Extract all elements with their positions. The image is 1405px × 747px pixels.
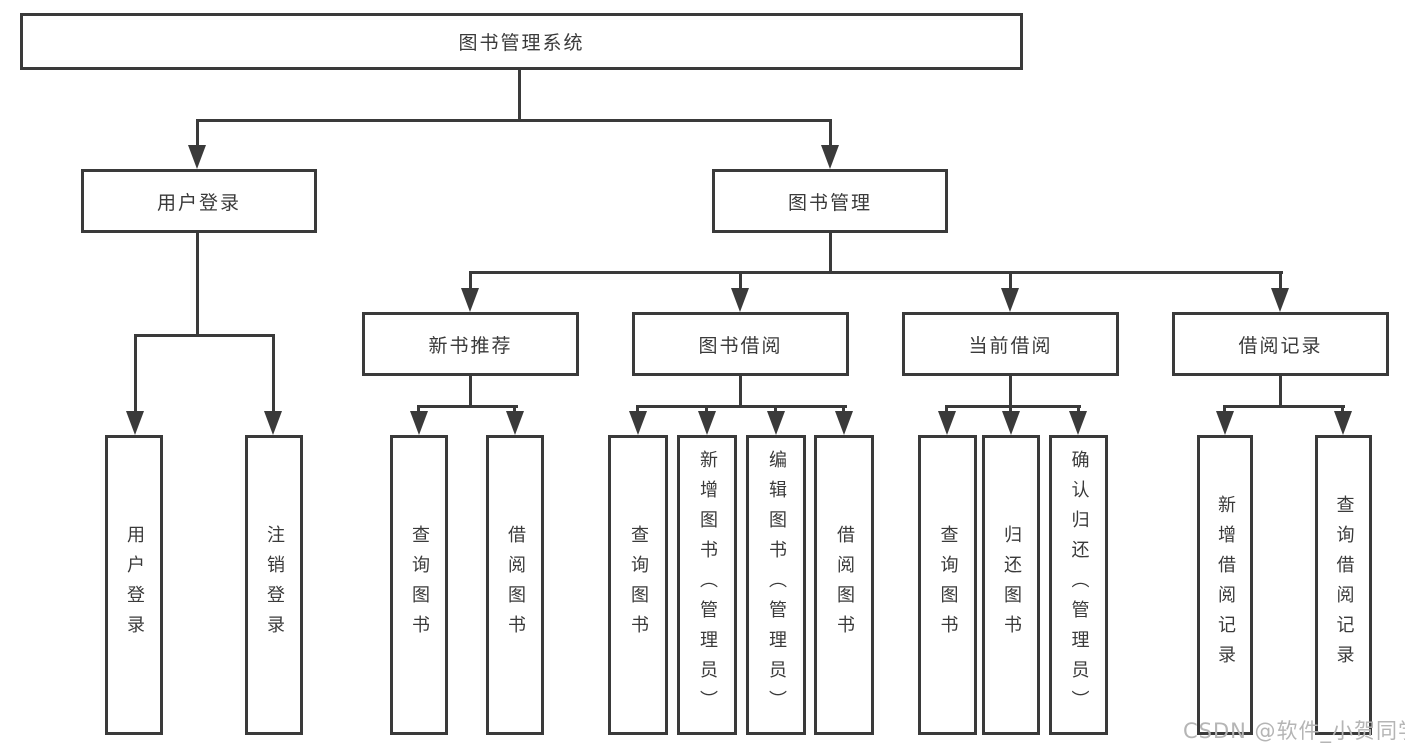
connector-line [946,405,1081,408]
node-current-borrow: 当前借阅 [902,312,1119,376]
connector-line [842,405,845,415]
leaf-borrow-books-label: 借阅图书 [834,525,855,645]
leaf-borrow-books-recommend-label: 借阅图书 [505,525,526,645]
connector-line [469,376,472,408]
node-borrow-records: 借阅记录 [1172,312,1389,376]
connector-line [272,334,275,414]
connector-line [1009,405,1012,415]
leaf-confirm-return-admin-label: 确认归还（管理员） [1068,450,1090,720]
connector-line [829,233,832,274]
node-new-book-recommend-label: 新书推荐 [428,334,513,357]
arrow-down-icon [821,145,839,169]
leaf-return-book-label: 归还图书 [1001,525,1022,645]
arrow-down-icon [698,411,716,435]
leaf-edit-book-admin-label: 编辑图书（管理员） [766,450,787,720]
leaf-add-book-admin-label: 新增图书（管理员） [697,450,718,720]
arrow-down-icon [410,411,428,435]
arrow-down-icon [1002,411,1020,435]
arrow-down-icon [126,411,144,435]
leaf-return-book: 归还图书 [982,435,1040,735]
connector-line [417,405,420,415]
node-book-borrow-label: 图书借阅 [698,334,783,357]
leaf-add-book-admin: 新增图书（管理员） [677,435,737,735]
connector-line [418,405,518,408]
connector-line [739,271,742,291]
leaf-add-borrow-record-label: 新增借阅记录 [1215,495,1236,675]
leaf-query-books-recommend-label: 查询图书 [409,525,430,645]
csdn-watermark: CSDN @软件_小贺同学 [1183,719,1405,743]
connector-line [705,405,708,415]
connector-line [637,405,847,408]
arrow-down-icon [1271,288,1289,312]
leaf-query-borrow-record: 查询借阅记录 [1315,435,1372,735]
arrow-down-icon [1001,288,1019,312]
connector-line [134,334,275,337]
connector-line [469,271,1283,274]
connector-line [1341,405,1344,415]
connector-line [1009,271,1012,291]
leaf-logout: 注销登录 [245,435,303,735]
leaf-add-borrow-record: 新增借阅记录 [1197,435,1253,735]
arrow-down-icon [461,288,479,312]
connector-line [134,334,137,414]
leaf-query-borrow-record-label: 查询借阅记录 [1333,495,1355,675]
connector-line [1223,405,1226,415]
node-book-borrow: 图书借阅 [632,312,849,376]
arrow-down-icon [1334,411,1352,435]
connector-line [196,119,832,122]
leaf-confirm-return-admin: 确认归还（管理员） [1049,435,1108,735]
connector-line [829,119,832,149]
connector-line [196,119,199,149]
connector-line [469,271,472,291]
leaf-borrow-books-recommend: 借阅图书 [486,435,544,735]
connector-line [636,405,639,415]
leaf-user-login: 用户登录 [105,435,163,735]
connector-line [1279,271,1282,291]
connector-line [1009,376,1012,408]
arrow-down-icon [767,411,785,435]
arrow-down-icon [835,411,853,435]
leaf-borrow-books: 借阅图书 [814,435,874,735]
arrow-down-icon [188,145,206,169]
node-user-login: 用户登录 [81,169,317,233]
node-book-management-label: 图书管理 [787,191,872,214]
arrow-down-icon [938,411,956,435]
connector-line [945,405,948,415]
node-root-label: 图书管理系统 [458,32,585,54]
arrow-down-icon [731,288,749,312]
arrow-down-icon [1216,411,1234,435]
node-root: 图书管理系统 [20,13,1023,70]
leaf-query-books-recommend: 查询图书 [390,435,448,735]
node-new-book-recommend: 新书推荐 [362,312,579,376]
leaf-query-books-current: 查询图书 [918,435,977,735]
leaf-edit-book-admin: 编辑图书（管理员） [746,435,806,735]
leaf-query-books-borrow: 查询图书 [608,435,668,735]
leaf-query-books-current-label: 查询图书 [937,525,959,645]
connector-line [1077,405,1080,415]
node-current-borrow-label: 当前借阅 [968,334,1053,357]
arrow-down-icon [629,411,647,435]
leaf-query-books-borrow-label: 查询图书 [628,525,649,645]
connector-line [196,233,199,337]
arrow-down-icon [1069,411,1087,435]
node-user-login-label: 用户登录 [156,191,241,214]
connector-line [774,405,777,415]
leaf-user-login-label: 用户登录 [124,525,145,645]
leaf-logout-label: 注销登录 [264,525,285,645]
connector-line [1279,376,1282,408]
node-book-management: 图书管理 [712,169,948,233]
node-borrow-records-label: 借阅记录 [1238,334,1323,357]
arrow-down-icon [264,411,282,435]
connector-line [1224,405,1345,408]
connector-line [518,70,521,122]
connector-line [513,405,516,415]
connector-line [739,376,742,408]
arrow-down-icon [506,411,524,435]
